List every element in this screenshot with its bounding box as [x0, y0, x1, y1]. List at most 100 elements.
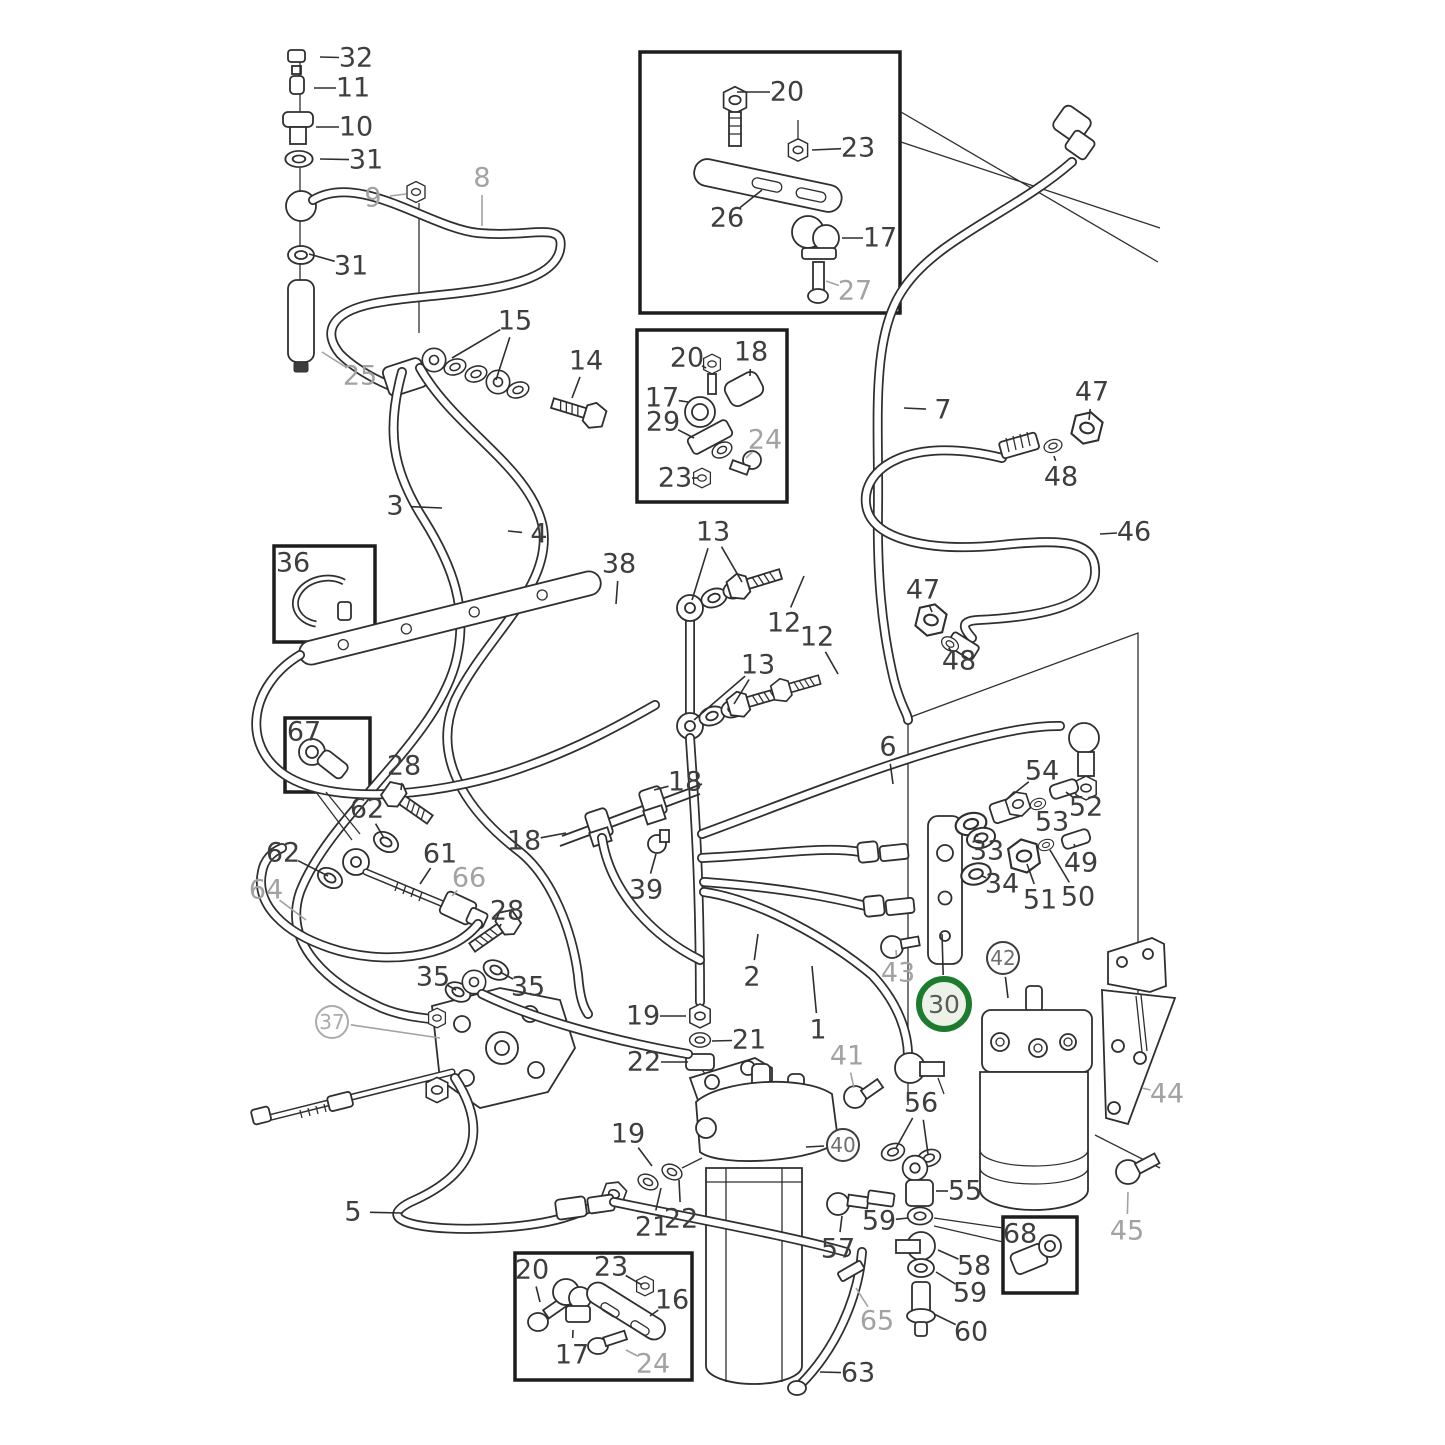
- part-label-35: 35: [415, 961, 451, 993]
- hose-chain-61-66: [313, 776, 525, 1007]
- part-label-34: 34: [984, 868, 1020, 900]
- part-label-65: 65: [859, 1305, 895, 1337]
- inset-68-contents: [933, 1217, 1062, 1275]
- banjo-stack-55-60: [826, 1139, 944, 1337]
- leader-line-13: [693, 675, 746, 721]
- part-label-19: 19: [625, 1000, 661, 1032]
- leader-line-51: [1026, 863, 1035, 885]
- part-label-42[interactable]: 42: [986, 941, 1020, 975]
- part-label-20: 20: [669, 342, 705, 374]
- part-label-31: 31: [333, 250, 369, 282]
- part-label-56: 56: [903, 1087, 939, 1119]
- fittings-47-48-bottom: [912, 600, 980, 661]
- part-label-24: 24: [747, 424, 783, 456]
- leader-line-45: [1126, 1191, 1129, 1215]
- leader-line-35: [447, 984, 457, 991]
- part-label-18: 18: [733, 336, 769, 368]
- part-label-14: 14: [568, 345, 604, 377]
- inset-box-bracket-16: [513, 1251, 694, 1382]
- mounting-bracket-44: [1094, 937, 1177, 1185]
- part-label-30-highlighted[interactable]: 30: [916, 976, 972, 1032]
- clamp-rail-18: [559, 783, 703, 854]
- part-label-29: 29: [645, 406, 681, 438]
- leader-line-18: [540, 832, 567, 839]
- part-label-59: 59: [861, 1205, 897, 1237]
- part-label-23: 23: [840, 132, 876, 164]
- leader-line-24: [625, 1349, 639, 1357]
- elbow-fitting-top: [1068, 722, 1100, 801]
- part-label-64: 64: [248, 874, 284, 906]
- leader-line-21: [655, 1187, 662, 1211]
- part-label-18: 18: [506, 825, 542, 857]
- part-label-53: 53: [1034, 806, 1070, 838]
- part-label-22: 22: [626, 1046, 662, 1078]
- leader-line-39: [649, 853, 657, 874]
- part-label-15: 15: [497, 305, 533, 337]
- leader-line-27: [825, 280, 840, 287]
- part-label-41: 41: [829, 1040, 865, 1072]
- part-label-2: 2: [743, 961, 761, 993]
- part-label-17: 17: [644, 382, 680, 414]
- projection-line: [900, 141, 1161, 229]
- inset-box-elbow-68: [1001, 1215, 1079, 1295]
- leader-line-50: [1049, 849, 1070, 883]
- part-label-16: 16: [654, 1284, 690, 1316]
- leader-line-26: [739, 189, 763, 209]
- part-label-23: 23: [657, 462, 693, 494]
- part-label-6: 6: [879, 731, 897, 763]
- leader-line-59: [935, 1271, 956, 1285]
- projection-line: [900, 111, 1159, 263]
- leader-line-23: [811, 147, 842, 151]
- leader-line-6: [889, 763, 894, 785]
- part-label-40[interactable]: 40: [826, 1128, 860, 1162]
- inset-26-contents: [693, 85, 843, 304]
- leader-line-37: [350, 1024, 441, 1039]
- part-label-8: 8: [473, 162, 491, 194]
- leader-line-31: [308, 253, 335, 263]
- leader-line-49: [1073, 843, 1076, 848]
- part-label-46: 46: [1116, 516, 1152, 548]
- part-label-62: 62: [349, 793, 385, 825]
- part-label-66: 66: [451, 862, 487, 894]
- leader-line-20: [535, 1286, 541, 1303]
- part-label-1: 1: [809, 1014, 827, 1046]
- part-label-52: 52: [1068, 791, 1104, 823]
- block-couplings: [856, 840, 916, 918]
- fittings-47-48-top: [998, 408, 1106, 460]
- leader-line-56: [922, 1119, 929, 1155]
- part-label-25: 25: [342, 360, 378, 392]
- leader-line-62: [297, 859, 329, 877]
- part-label-11: 11: [335, 72, 371, 104]
- part-label-26: 26: [709, 202, 745, 234]
- fitting-stack-topleft: [282, 49, 426, 373]
- leader-line-14: [571, 376, 581, 399]
- part-label-13: 13: [695, 516, 731, 548]
- part-label-55: 55: [947, 1175, 983, 1207]
- part-label-48: 48: [1043, 461, 1079, 493]
- leader-line-61: [419, 867, 432, 885]
- leader-line-22: [678, 1179, 681, 1203]
- part-label-67: 67: [286, 716, 322, 748]
- part-label-44: 44: [1149, 1078, 1185, 1110]
- leader-line-32: [319, 56, 340, 59]
- part-label-58: 58: [956, 1250, 992, 1282]
- part-label-18: 18: [667, 766, 703, 798]
- leader-line-28: [400, 782, 403, 791]
- leader-line-15: [495, 336, 511, 381]
- part-label-17: 17: [554, 1339, 590, 1371]
- leader-line-48: [947, 647, 953, 653]
- inset-67-contents: [298, 738, 361, 841]
- distribution-block-30: [880, 815, 963, 965]
- part-label-17: 17: [862, 222, 898, 254]
- leader-line-31: [319, 158, 350, 161]
- part-label-5: 5: [344, 1196, 362, 1228]
- leader-line-12: [824, 651, 839, 675]
- leader-line-59: [895, 1217, 909, 1221]
- leader-line-63: [819, 1371, 842, 1374]
- hose-clamp-65: [837, 1260, 865, 1282]
- inset-box-bracket-26: [638, 50, 902, 315]
- part-label-12: 12: [766, 607, 802, 639]
- part-label-37[interactable]: 37: [315, 1005, 349, 1039]
- leader-line-60: [933, 1313, 957, 1326]
- leader-line-47: [928, 605, 933, 613]
